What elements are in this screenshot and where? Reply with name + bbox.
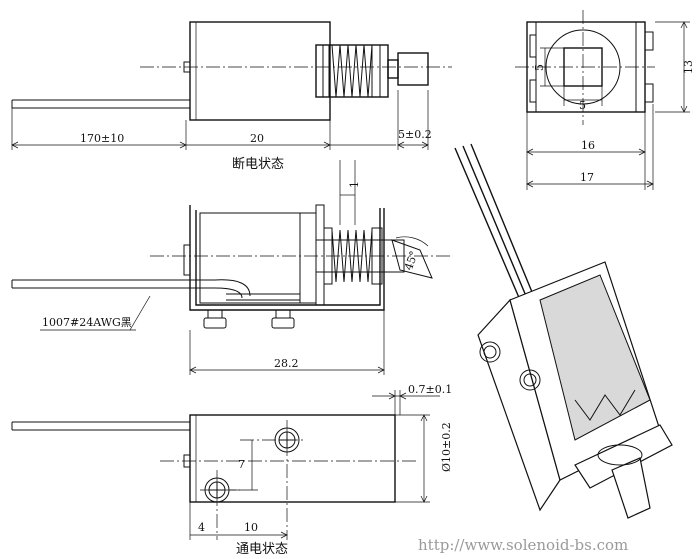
dim-end-square-a: 5 xyxy=(533,64,546,71)
top-view-caption: 断电状态 xyxy=(232,157,284,172)
dim-angle: 45° xyxy=(402,249,421,272)
top-view: 170±10 20 5±0.2 断电状态 xyxy=(11,21,452,172)
dim-end-square-b: 5 xyxy=(579,99,586,112)
dim-end-width-inner: 16 xyxy=(581,139,595,152)
dim-total-length: 28.2 xyxy=(274,357,299,370)
dim-end-height: 13 xyxy=(682,60,695,74)
dim-end-width-outer: 17 xyxy=(580,171,594,184)
isometric-view xyxy=(454,143,673,519)
dim-lead-length: 170±10 xyxy=(80,132,124,145)
dim-edge-offset: 4 xyxy=(198,521,205,534)
dim-hole-pitch-v: 7 xyxy=(238,458,245,471)
dim-hole-pitch-h: 10 xyxy=(244,521,258,534)
wire-spec-label: 1007#24AWG黑 xyxy=(42,316,132,329)
bottom-view: 7 4 10 0.7±0.1 Ø10±0.2 通电状态 xyxy=(11,383,453,557)
watermark: http://www.solenoid-bs.com xyxy=(418,536,628,554)
dim-bracket-thickness: 0.7±0.1 xyxy=(408,383,452,396)
end-view: 5 5 13 16 17 xyxy=(515,10,695,190)
dim-body-length: 20 xyxy=(250,132,264,145)
section-view: 1 45° 28.2 1007#24AWG黑 xyxy=(11,160,450,375)
bottom-view-caption: 通电状态 xyxy=(236,542,288,557)
dim-diameter: Ø10±0.2 xyxy=(440,422,453,472)
dim-plunger-ext: 5±0.2 xyxy=(398,128,432,141)
dim-stroke: 1 xyxy=(348,181,361,188)
